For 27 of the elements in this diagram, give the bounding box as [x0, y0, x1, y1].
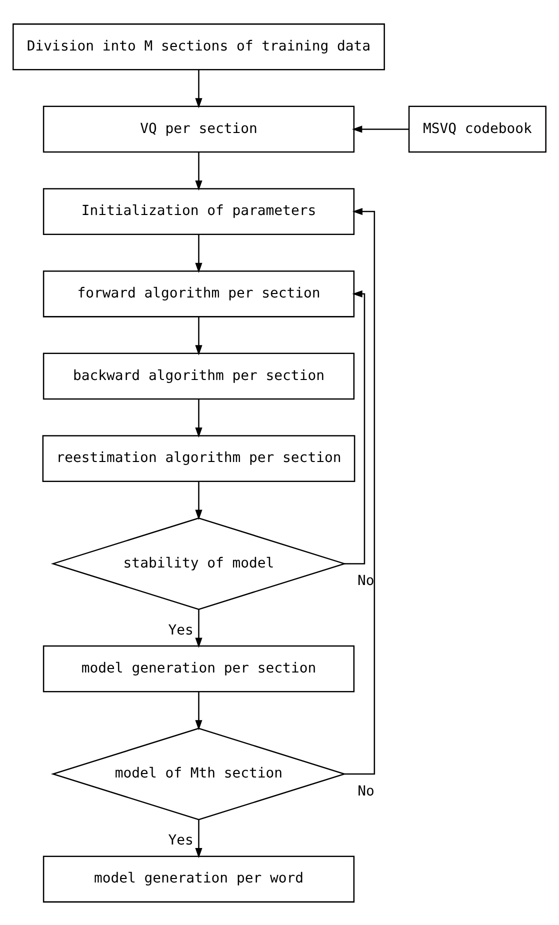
node-box: reestimation algorithm per section: [42, 434, 356, 482]
edge-label: No: [358, 782, 374, 799]
node-box: forward algorithm per section: [42, 270, 355, 317]
arrow: [195, 234, 202, 272]
edge-label: Yes: [168, 832, 194, 848]
node-diamond: model of Mth section: [50, 727, 347, 820]
node-box: backward algorithm per section: [42, 352, 355, 400]
arrow: [195, 69, 202, 108]
node-box: Initialization of parameters: [42, 188, 355, 234]
node-box: VQ per section: [42, 105, 355, 152]
arrow: [195, 316, 202, 355]
edge-label: Yes: [168, 622, 194, 638]
edge-label: No: [357, 572, 374, 589]
arrow: [344, 208, 376, 774]
node-box: MSVQ codebook: [408, 105, 546, 152]
node-box: model generation per section: [42, 644, 355, 692]
node-box: Division into M sections of training data: [12, 22, 385, 70]
arrow: [195, 398, 202, 438]
node-diamond: stability of model: [50, 516, 347, 610]
arrow: [195, 691, 202, 730]
node-box: model generation per word: [42, 855, 355, 902]
arrow: [195, 480, 202, 520]
arrow: [344, 290, 366, 564]
arrow: [195, 152, 202, 190]
arrow: [195, 819, 202, 858]
arrow: [195, 609, 202, 648]
arrow: [352, 125, 409, 132]
